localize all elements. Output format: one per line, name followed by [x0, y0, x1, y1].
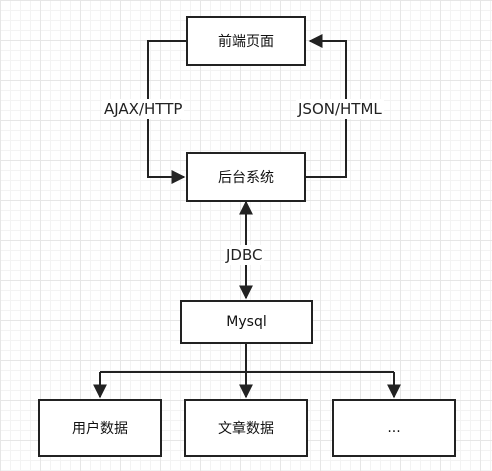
node-mysql[interactable]: Mysql [180, 300, 313, 344]
edge-label-response: JSON/HTML [296, 99, 384, 119]
node-user-data[interactable]: 用户数据 [38, 399, 162, 457]
edge-label-request: AJAX/HTTP [102, 99, 185, 119]
node-backend[interactable]: 后台系统 [186, 152, 306, 202]
edge-label-db-link: JDBC [224, 245, 265, 265]
node-more[interactable]: ... [332, 399, 456, 457]
node-article-data[interactable]: 文章数据 [184, 399, 308, 457]
node-frontend[interactable]: 前端页面 [186, 16, 306, 66]
